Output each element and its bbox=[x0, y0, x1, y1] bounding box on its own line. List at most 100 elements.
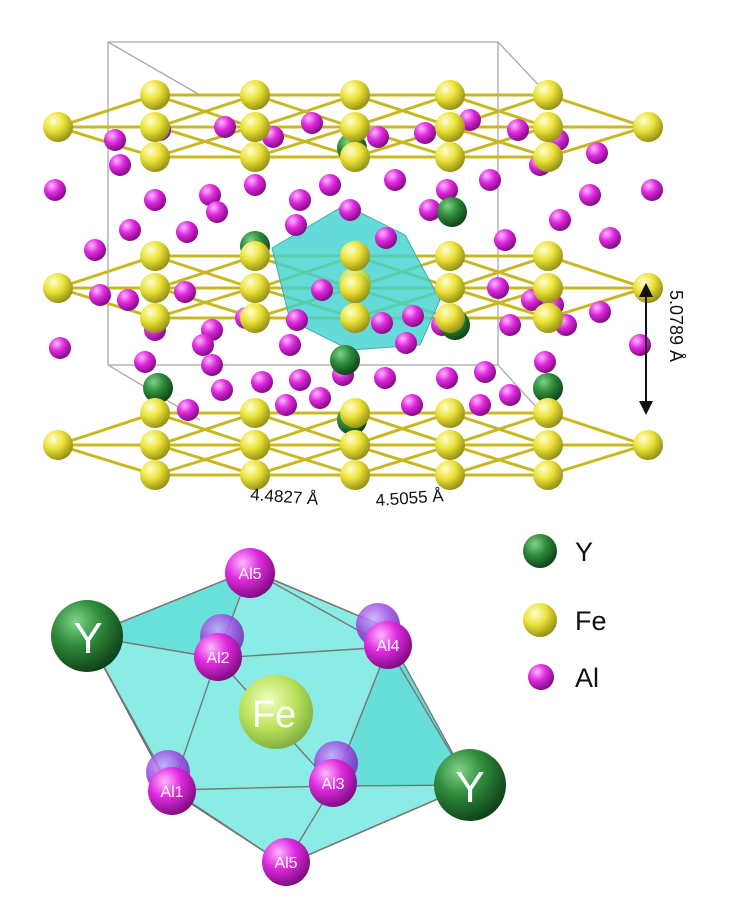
al-atom bbox=[134, 351, 156, 373]
fe-bond bbox=[352, 93, 451, 129]
fe-atom bbox=[533, 273, 563, 303]
fe-atom bbox=[633, 273, 663, 303]
fe-atom bbox=[43, 273, 73, 303]
al-atom bbox=[144, 189, 166, 211]
a-dimension-label: 4.4827 Å bbox=[250, 485, 320, 509]
fe-atom bbox=[435, 398, 465, 428]
fe-atom bbox=[140, 398, 170, 428]
fe-atom bbox=[533, 398, 563, 428]
fe-atom bbox=[435, 460, 465, 490]
fe-atom bbox=[435, 430, 465, 460]
al-atom bbox=[534, 351, 556, 373]
fe-atom bbox=[340, 398, 370, 428]
fe-atom bbox=[533, 241, 563, 271]
fe-atom bbox=[140, 303, 170, 333]
fe-atom bbox=[340, 112, 370, 142]
al-atom bbox=[339, 199, 361, 221]
fe-atom bbox=[435, 273, 465, 303]
al-atom bbox=[402, 305, 424, 327]
fe-bond bbox=[352, 443, 451, 477]
al1-atom bbox=[148, 767, 196, 815]
fe-atom bbox=[533, 460, 563, 490]
fe-bond bbox=[450, 411, 549, 447]
al2-atom bbox=[194, 633, 242, 681]
al-atom bbox=[479, 169, 501, 191]
fe-bond bbox=[57, 411, 156, 447]
fe-atom bbox=[140, 273, 170, 303]
y-atom bbox=[330, 345, 360, 375]
atom-layer bbox=[43, 80, 663, 490]
al-atom bbox=[109, 154, 131, 176]
al-atom bbox=[251, 371, 273, 393]
al-atom bbox=[309, 387, 331, 409]
al2-label: Al2 bbox=[206, 650, 229, 667]
c-dimension-label: 5.0789 Å bbox=[666, 290, 686, 362]
fe-atom bbox=[140, 142, 170, 172]
al-atom bbox=[49, 337, 71, 359]
fe-atom bbox=[240, 303, 270, 333]
fe-atom bbox=[240, 80, 270, 110]
al-atom bbox=[436, 367, 458, 389]
fe-bond bbox=[547, 443, 646, 477]
al-atom bbox=[311, 279, 333, 301]
al4-atom bbox=[364, 621, 412, 669]
al-atom bbox=[286, 309, 308, 331]
al-atom bbox=[199, 184, 221, 206]
al-atom bbox=[487, 277, 509, 299]
legend-y-label: Y bbox=[575, 537, 593, 567]
legend-fe-label: Fe bbox=[575, 606, 607, 636]
fe-atom bbox=[140, 241, 170, 271]
fe-bond bbox=[547, 93, 646, 129]
fe-bond bbox=[450, 286, 549, 320]
al-atom bbox=[279, 334, 301, 356]
y-atom-left bbox=[51, 600, 123, 672]
fe-atom bbox=[240, 398, 270, 428]
fe-bond bbox=[547, 411, 646, 447]
al-atom bbox=[275, 394, 297, 416]
al-atom bbox=[211, 379, 233, 401]
al-atom bbox=[579, 184, 601, 206]
fe-coordination-polyhedron: Fe Y Y Al5 Al2 Al4 Al1 Al3 Al5 bbox=[51, 548, 506, 886]
fe-atom bbox=[435, 112, 465, 142]
fe-atom bbox=[533, 112, 563, 142]
al-atom bbox=[301, 112, 323, 134]
y-label-right: Y bbox=[455, 763, 484, 812]
al-atom bbox=[176, 221, 198, 243]
crystal-lattice-view bbox=[43, 41, 663, 490]
al4-label: Al4 bbox=[376, 638, 399, 655]
fe-atom bbox=[240, 142, 270, 172]
fe-bond bbox=[450, 254, 549, 290]
fe-atom bbox=[533, 80, 563, 110]
al-atom bbox=[549, 209, 571, 231]
al-atom bbox=[244, 174, 266, 196]
fe-atom bbox=[633, 430, 663, 460]
al-atom bbox=[289, 189, 311, 211]
fe-atom bbox=[240, 430, 270, 460]
fe-atom bbox=[340, 303, 370, 333]
al-atom bbox=[201, 354, 223, 376]
al5-top-label: Al5 bbox=[238, 566, 261, 583]
fe-atom bbox=[340, 460, 370, 490]
fe-bond bbox=[257, 443, 356, 477]
fe-atom bbox=[340, 80, 370, 110]
y-atom bbox=[437, 197, 467, 227]
fe-atom bbox=[140, 80, 170, 110]
al-atom bbox=[494, 229, 516, 251]
al-atom bbox=[206, 201, 228, 223]
fe-atom bbox=[140, 112, 170, 142]
fe-bond bbox=[450, 125, 549, 159]
al-atom bbox=[414, 122, 436, 144]
fe-bond bbox=[57, 254, 156, 290]
fe-atom bbox=[43, 112, 73, 142]
al-atom bbox=[499, 384, 521, 406]
y-atom bbox=[143, 373, 173, 403]
unit-cell-edge bbox=[107, 41, 201, 96]
al-atom bbox=[589, 301, 611, 323]
fe-bond bbox=[547, 254, 646, 290]
legend-al-label: Al bbox=[575, 663, 599, 693]
y-label-left: Y bbox=[73, 614, 102, 663]
al-atom bbox=[499, 314, 521, 336]
al-atom bbox=[507, 119, 529, 141]
al-atom bbox=[104, 129, 126, 151]
